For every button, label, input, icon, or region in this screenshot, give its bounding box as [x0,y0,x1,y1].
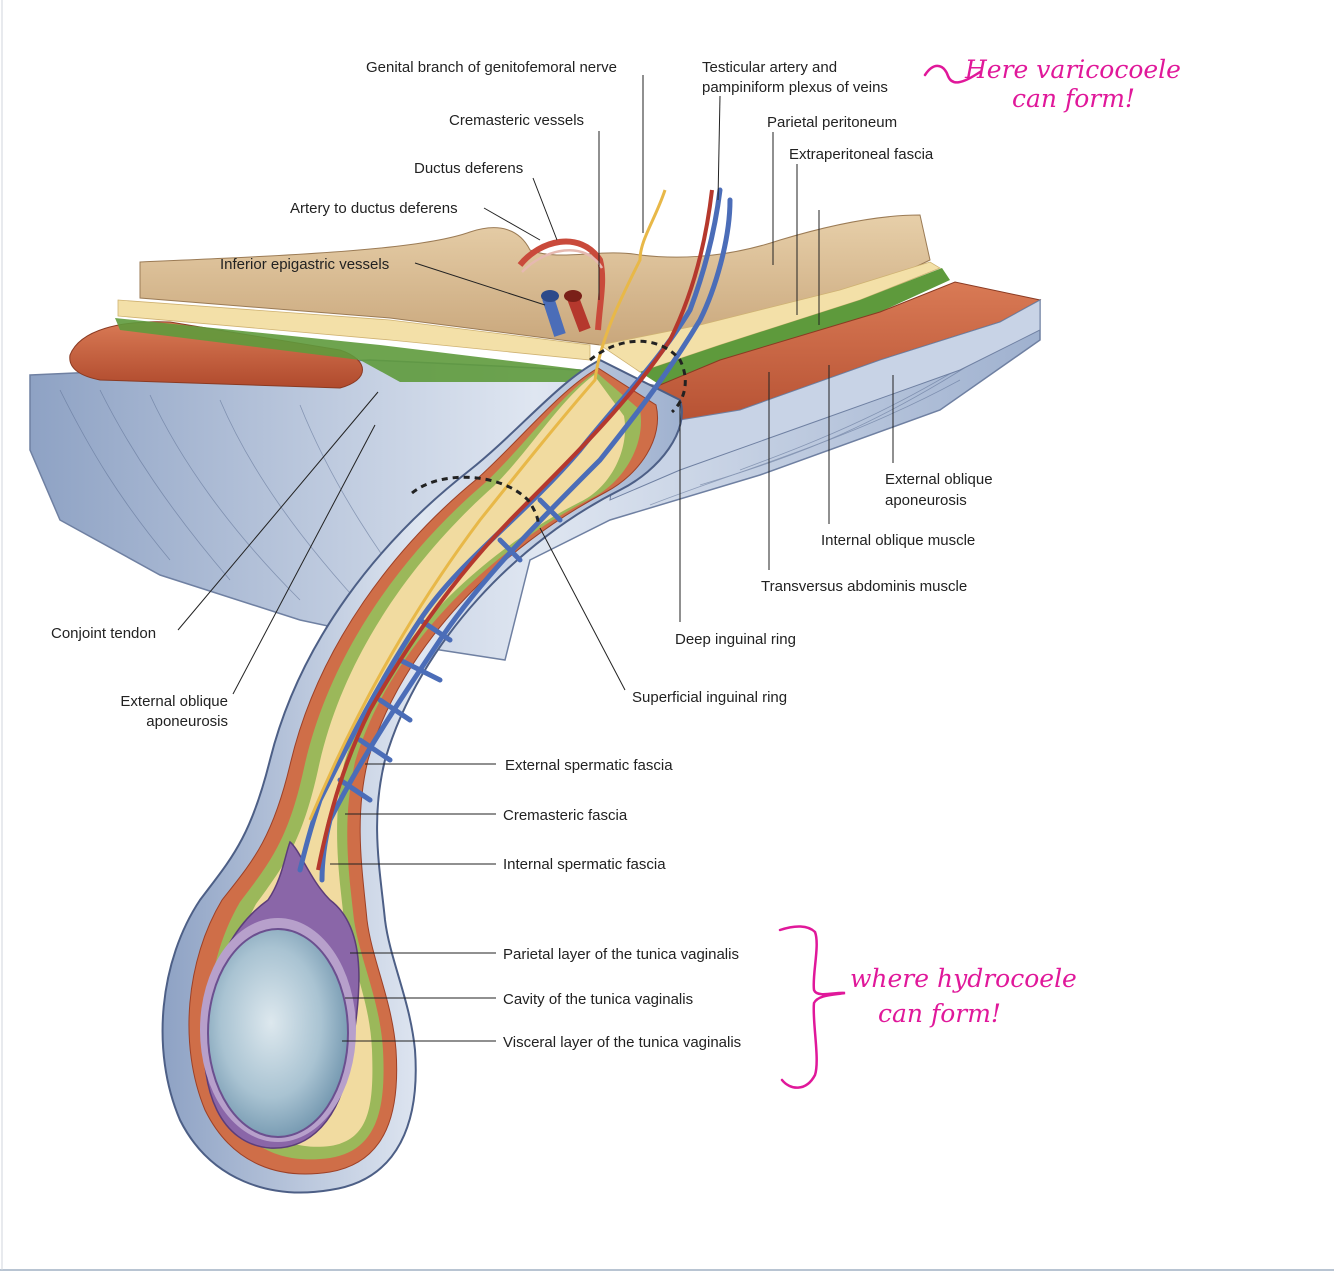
label-cremasteric-fascia: Cremasteric fascia [503,807,628,824]
genital-nerve [308,189,667,821]
label-external-oblique-left-line1: External oblique [120,693,228,710]
label-deep-ring: Deep inguinal ring [675,631,796,648]
label-external-oblique-left-line2: aponeurosis [146,713,228,730]
label-conjoint-tendon: Conjoint tendon [51,625,156,642]
labels: Genital branch of genitofemoral nerve Te… [51,59,993,1051]
label-inferior-epigastric: Inferior epigastric vessels [220,256,389,273]
annotation-hydrocele-line2: can form! [878,999,1001,1028]
label-ductus-deferens: Ductus deferens [414,160,523,177]
label-testicular-artery-line2: pampiniform plexus of veins [702,79,888,96]
hydrocele-bracket [778,925,846,1089]
annotation-varicocele-line1: Here varicocoele [964,55,1181,84]
annotation-varicocele-line2: can form! [1012,84,1135,113]
ductus-deferens-arch [517,238,606,331]
inferior-epigastric-vessels [541,290,591,337]
label-artery-to-ductus: Artery to ductus deferens [290,200,458,217]
label-external-spermatic: External spermatic fascia [505,757,673,774]
leader-lines [177,75,894,1042]
label-internal-oblique: Internal oblique muscle [821,532,975,549]
label-internal-spermatic: Internal spermatic fascia [503,856,666,873]
fascia-striations [59,329,1021,631]
label-superficial-ring: Superficial inguinal ring [632,689,787,706]
label-visceral-tunica: Visceral layer of the tunica vaginalis [503,1034,741,1051]
anatomy-artwork [29,187,1042,1194]
label-external-oblique-right-line2: aponeurosis [885,492,967,509]
right-aponeurosis-band [609,299,1041,501]
label-genital-branch: Genital branch of genitofemoral nerve [366,59,617,76]
artery-ductus-arch [521,249,604,273]
right-green-layer [640,268,950,385]
label-external-oblique-right-line1: External oblique [885,471,993,488]
label-cavity-tunica: Cavity of the tunica vaginalis [503,991,693,1008]
handwritten-annotations: Here varicocoele can form! where hydroco… [778,55,1181,1089]
varicocele-tilde-mark [923,64,982,84]
external-oblique-muscle-left [69,321,363,389]
green-layer-left [115,318,588,382]
superficial-inguinal-ring [411,475,540,523]
label-transversus: Transversus abdominis muscle [761,578,967,595]
testis [207,928,349,1138]
deep-inguinal-ring [589,339,687,414]
label-parietal-tunica: Parietal layer of the tunica vaginalis [503,946,739,963]
label-extraperitoneal-fascia: Extraperitoneal fascia [789,146,934,163]
label-cremasteric-vessels: Cremasteric vessels [449,112,584,129]
label-parietal-peritoneum: Parietal peritoneum [767,114,897,131]
annotation-hydrocele-line1: where hydrocoele [850,964,1077,993]
testicular-artery [316,189,714,871]
label-testicular-artery-line1: Testicular artery and [702,59,837,76]
